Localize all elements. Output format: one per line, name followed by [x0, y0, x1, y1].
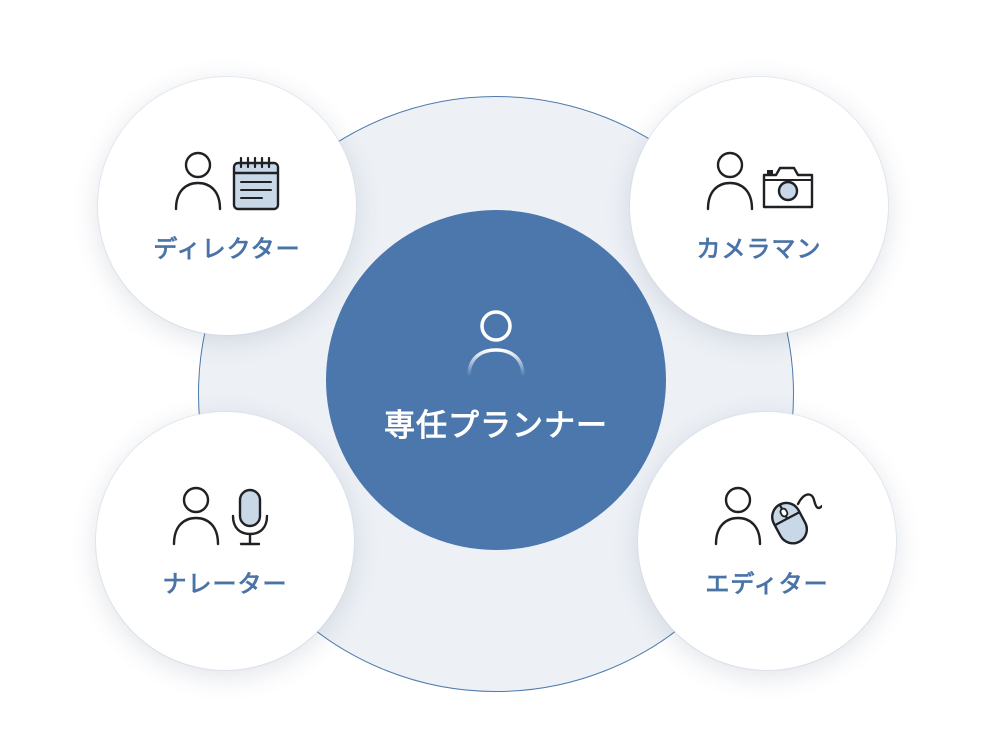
person-microphone-icon [172, 486, 269, 545]
person-calendar-icon [174, 151, 280, 210]
person-icon [467, 309, 525, 378]
role-label-editor: エディター [705, 569, 829, 598]
role-label-director: ディレクター [153, 234, 301, 263]
role-node-narrator: ナレーター [96, 412, 354, 670]
center-label: 専任プランナー [384, 407, 608, 444]
role-node-director: ディレクター [98, 77, 356, 335]
person-camera-icon [706, 151, 814, 210]
role-node-editor: エディター [638, 412, 896, 670]
role-node-cameraman: カメラマン [630, 77, 888, 335]
role-label-cameraman: カメラマン [696, 234, 822, 263]
role-label-narrator: ナレーター [162, 569, 288, 598]
person-mouse-icon [714, 486, 822, 545]
center-node-planner: 専任プランナー [326, 210, 666, 550]
